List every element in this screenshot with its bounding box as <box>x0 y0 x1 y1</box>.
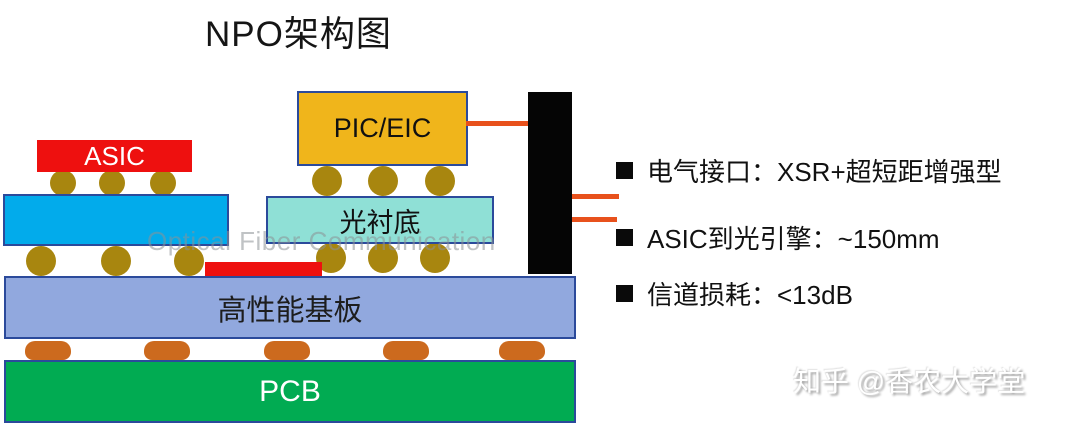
solder-ball <box>26 246 56 276</box>
watermark-credit-text: 知乎 @香农大学堂 <box>793 366 1026 397</box>
pic-eic-block: PIC/EIC <box>297 91 468 166</box>
spec-item-electrical-interface: 电气接口：XSR+超短距增强型 <box>616 152 1002 189</box>
bga-bump <box>264 341 310 360</box>
solder-ball <box>425 166 455 196</box>
asic-block: ASIC <box>37 140 192 172</box>
solder-ball <box>101 246 131 276</box>
optical-substrate-block: 光衬底 <box>266 196 494 244</box>
bullet-square-icon <box>616 162 633 179</box>
spec-item-label: 电气接口：XSR+超短距增强型 <box>647 157 1002 187</box>
bullet-square-icon <box>616 285 633 302</box>
pic-eic-label: PIC/EIC <box>333 113 432 143</box>
bga-bump <box>144 341 190 360</box>
solder-ball <box>312 166 342 196</box>
fiber-stub-line <box>572 217 617 222</box>
bga-bump <box>383 341 429 360</box>
solder-ball <box>99 170 125 196</box>
solder-ball <box>150 170 176 196</box>
page-title: NPO架构图 <box>205 15 392 54</box>
hp-substrate-block: 高性能基板 <box>4 276 576 339</box>
pic-to-connector-line <box>466 121 528 126</box>
watermark-optical-fiber-text: Optical Fiber Communication <box>147 226 496 256</box>
solder-ball <box>368 166 398 196</box>
solder-ball <box>174 246 204 276</box>
spec-item-channel-loss: 信道损耗：<13dB <box>616 275 853 312</box>
solder-ball <box>420 243 450 273</box>
fiber-stub-line <box>572 194 619 199</box>
pcb-block: PCB <box>4 360 576 423</box>
solder-ball <box>368 243 398 273</box>
spec-item-label: ASIC到光引擎：~150mm <box>647 224 940 254</box>
optical-substrate-label: 光衬底 <box>339 207 421 238</box>
spec-item-asic-to-engine: ASIC到光引擎：~150mm <box>616 219 940 256</box>
spec-item-label: 信道损耗：<13dB <box>647 280 853 310</box>
hp-substrate-label: 高性能基板 <box>217 294 363 327</box>
bga-bump <box>25 341 71 360</box>
asic-label: ASIC <box>84 140 145 171</box>
bga-bump <box>499 341 545 360</box>
asic-interposer-block <box>3 194 229 246</box>
fiber-connector-bar <box>528 92 572 274</box>
pcb-label: PCB <box>259 374 321 408</box>
solder-ball <box>50 170 76 196</box>
bullet-square-icon <box>616 229 633 246</box>
red-trace-bar <box>205 262 322 276</box>
